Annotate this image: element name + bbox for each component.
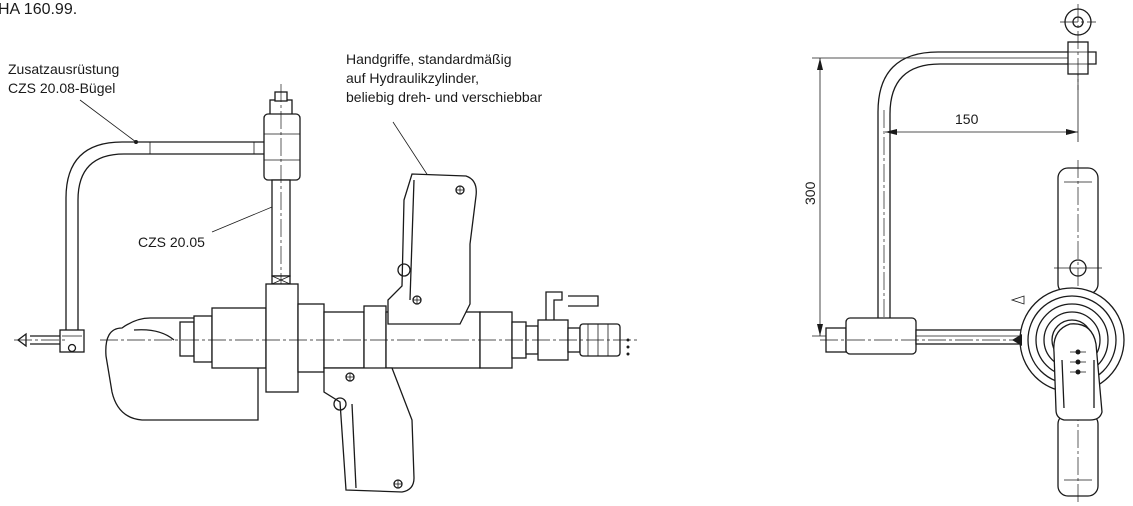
callout-handgriffe-line2: auf Hydraulikzylinder, xyxy=(346,70,480,86)
callout-handgriffe-line1: Handgriffe, standardmäßig xyxy=(346,51,512,67)
lower-handle xyxy=(323,367,415,493)
hydraulic-cylinder xyxy=(100,291,640,371)
callout-czs-2005: CZS 20.05 xyxy=(138,234,205,250)
dimension-width-value: 150 xyxy=(955,111,979,127)
front-cylinder xyxy=(1010,287,1125,421)
callout-handgriffe-line3: beliebig dreh- und verschiebbar xyxy=(346,89,543,105)
side-view xyxy=(14,84,640,493)
callout-zusatz-line1: Zusatzausrüstung xyxy=(8,61,120,77)
front-buegel xyxy=(877,4,1097,330)
press-head xyxy=(105,283,325,421)
callout-zusatz-line2: CZS 20.08-Bügel xyxy=(8,80,116,96)
dimension-height: 300 xyxy=(802,57,1070,337)
upper-handle xyxy=(387,173,477,325)
czs-2005-rod xyxy=(263,84,301,300)
drawing-reference: HA 160.99. xyxy=(0,1,78,18)
front-clamp-bar xyxy=(820,317,1120,355)
front-view: 300 150 xyxy=(802,4,1125,504)
dimension-height-value: 300 xyxy=(802,181,818,205)
buegel-bracket xyxy=(14,141,266,353)
leader-zusatz xyxy=(79,99,137,143)
dimension-width: 150 xyxy=(885,64,1079,142)
